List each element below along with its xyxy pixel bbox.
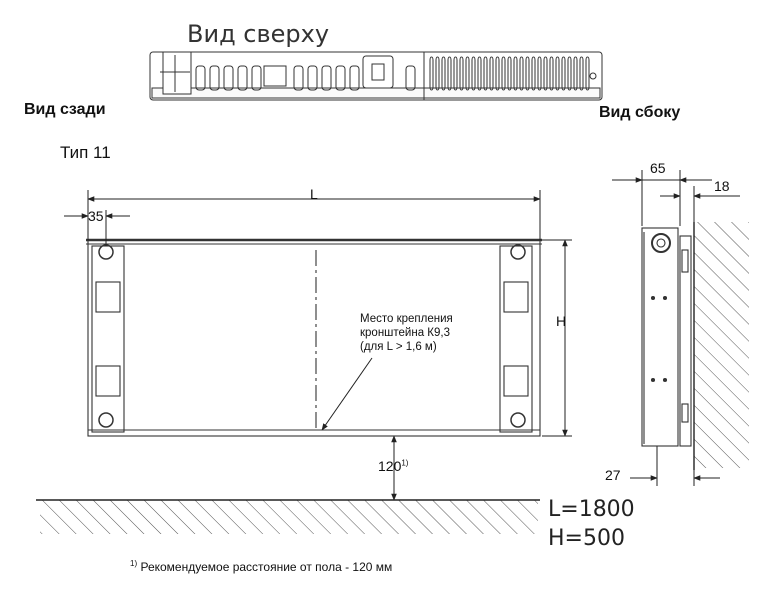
bottom-offset-dimension-line (630, 456, 720, 486)
height-dimension-line (542, 239, 572, 437)
radiator-fin (307, 65, 318, 91)
radiator-fin (293, 65, 304, 91)
floor-gap-value: 120 (378, 458, 402, 474)
radiator-fin (405, 65, 416, 91)
radiator-fin (507, 56, 512, 91)
radiator-fin (453, 56, 458, 91)
side-view-drawing (641, 227, 692, 456)
radiator-fin (447, 56, 452, 91)
footnote-mark: 1) (130, 559, 138, 568)
wall-hatch (693, 222, 749, 470)
radiator-fin (543, 56, 548, 91)
floor-gap-label: 1201) (378, 458, 408, 474)
height-label: H (556, 313, 567, 329)
bracket-offset-label: 35 (88, 208, 104, 224)
wall-offset-label: 18 (714, 178, 730, 194)
side-depth-dimension-line (612, 170, 712, 226)
side-view-title: Вид сбоку (599, 104, 681, 121)
bottom-offset-label: 27 (605, 467, 621, 483)
top-view-drawing (149, 51, 603, 101)
radiator-fin (525, 56, 530, 91)
radiator-type-label: Тип 11 (60, 143, 111, 162)
radiator-fin (429, 56, 434, 91)
radiator-fin (477, 56, 482, 91)
back-view-title: Вид сзади (24, 101, 106, 118)
radiator-fin (519, 56, 524, 91)
bracket-offset-dimension-line (64, 210, 130, 246)
radiator-fin (459, 56, 464, 91)
radiator-fin (513, 56, 518, 91)
floor-hatch (36, 499, 540, 534)
length-value: L=1800 (548, 497, 635, 522)
radiator-fin (321, 65, 332, 91)
radiator-fin (237, 65, 248, 91)
wall-offset-dimension-line (660, 186, 740, 222)
floor-gap-note-mark: 1) (401, 458, 409, 468)
radiator-fin (465, 56, 470, 91)
radiator-fin (531, 56, 536, 91)
radiator-fin (567, 56, 572, 91)
radiator-fin (441, 56, 446, 91)
radiator-fin (335, 65, 346, 91)
bracket-note-leader (321, 357, 373, 431)
radiator-fin (585, 56, 590, 91)
footnote: 1) Рекомендуемое расстояние от пола - 12… (130, 559, 392, 574)
radiator-fin (223, 65, 234, 91)
radiator-fin (495, 56, 500, 91)
side-depth-label: 65 (650, 160, 666, 176)
radiator-fin (573, 56, 578, 91)
radiator-fin (561, 56, 566, 91)
radiator-fin (435, 56, 440, 91)
radiator-fin (251, 65, 262, 91)
length-label: L (310, 186, 318, 202)
radiator-fin (471, 56, 476, 91)
radiator-fin (501, 56, 506, 91)
radiator-fin (483, 56, 488, 91)
radiator-fin (555, 56, 560, 91)
bracket-mount-note: Место крепления кронштейна К9,3 (для L >… (360, 313, 453, 353)
height-value: H=500 (548, 526, 625, 551)
radiator-fin (349, 65, 360, 91)
footnote-text: Рекомендуемое расстояние от пола - 120 м… (140, 560, 393, 574)
radiator-fin (195, 65, 206, 91)
radiator-fin (537, 56, 542, 91)
back-view-drawing (86, 238, 542, 437)
radiator-fin (549, 56, 554, 91)
radiator-fin (209, 65, 220, 91)
top-view-title: Вид сверху (187, 20, 330, 48)
radiator-fin (489, 56, 494, 91)
radiator-fin (579, 56, 584, 91)
